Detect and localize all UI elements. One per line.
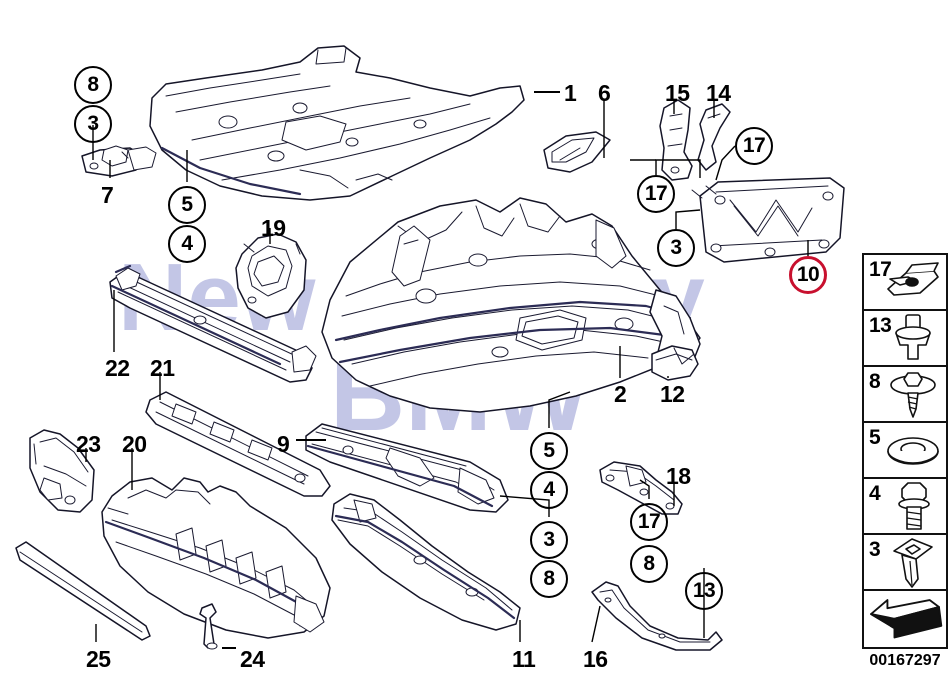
- legend-cell-arrow: [864, 591, 946, 647]
- legend-cell-13: 13: [864, 311, 946, 367]
- callout-3-center: 3: [657, 229, 695, 267]
- label-12: 12: [660, 381, 685, 407]
- callout-4-left: 4: [168, 225, 206, 263]
- part-24-screw: [199, 603, 218, 650]
- callout-17-center: 17: [637, 175, 675, 213]
- callout-label: 8: [543, 567, 555, 590]
- label-21: 21: [150, 355, 175, 381]
- callout-8-bottom: 8: [530, 560, 568, 598]
- spring-clip-icon: [882, 255, 944, 309]
- legend-cell-3: 3: [864, 535, 946, 591]
- label-6: 6: [598, 80, 611, 106]
- label-23: 23: [76, 431, 101, 457]
- callout-17-bottom: 17: [630, 503, 668, 541]
- callout-label: 5: [543, 439, 555, 462]
- legend-number: 3: [869, 538, 881, 561]
- part-6-bracket: [543, 131, 611, 173]
- legend-cell-17: 17: [864, 255, 946, 311]
- callout-3-topleft: 3: [74, 105, 112, 143]
- callout-label: 17: [742, 134, 766, 157]
- part-12-cap: [651, 345, 699, 381]
- callout-label: 3: [670, 236, 682, 259]
- part-10-shield-panel: [691, 177, 845, 263]
- label-1: 1: [564, 80, 577, 106]
- part-23-side-panel: [29, 429, 95, 513]
- hex-bolt-icon: [882, 479, 944, 533]
- part-11-air-duct: [331, 493, 521, 631]
- part-22-21-rail: [109, 264, 331, 497]
- callout-label: 17: [637, 510, 661, 533]
- callout-8-topleft: 8: [74, 66, 112, 104]
- callout-13-bottom: 13: [685, 572, 723, 610]
- label-11: 11: [512, 646, 536, 672]
- callout-label: 3: [543, 528, 555, 551]
- block-arrow-icon: [864, 591, 946, 647]
- callout-5-left: 5: [168, 186, 206, 224]
- label-25: 25: [86, 646, 111, 672]
- callout-label: 8: [643, 552, 655, 575]
- callout-8-bottomright: 8: [630, 545, 668, 583]
- label-7: 7: [101, 182, 114, 208]
- label-14: 14: [706, 80, 731, 106]
- legend-number: 8: [869, 370, 881, 393]
- part-19-bracket: [235, 233, 307, 319]
- label-15: 15: [665, 80, 690, 106]
- label-20: 20: [122, 431, 147, 457]
- part-2-main-undertray: [321, 197, 701, 413]
- part-25-trim-strip: [15, 541, 151, 641]
- label-2: 2: [614, 381, 627, 407]
- label-18: 18: [666, 463, 691, 489]
- label-19: 19: [261, 215, 286, 241]
- diagram-id-number: 00167297: [869, 652, 941, 669]
- label-22: 22: [105, 355, 130, 381]
- callout-label: 3: [87, 112, 99, 135]
- callout-label: 5: [181, 193, 193, 216]
- callout-label: 10: [796, 263, 820, 286]
- label-16: 16: [583, 646, 608, 672]
- part-7-bracket: [81, 145, 157, 177]
- expansion-clip-icon: [882, 535, 944, 589]
- callout-10-highlighted: 10: [789, 256, 827, 294]
- legend-cell-4: 4: [864, 479, 946, 535]
- part-15-bracket: [659, 99, 693, 181]
- legend-cell-8: 8: [864, 367, 946, 423]
- push-rivet-icon: [882, 311, 944, 365]
- callout-17-right: 17: [735, 127, 773, 165]
- part-9-rail: [305, 423, 509, 513]
- part-20-lower-shield: [101, 477, 331, 639]
- legend-number: 13: [869, 314, 892, 337]
- legend-number: 4: [869, 482, 881, 505]
- callout-4-bottom: 4: [530, 471, 568, 509]
- callout-label: 4: [543, 478, 555, 501]
- label-24: 24: [240, 646, 265, 672]
- legend-cell-5: 5: [864, 423, 946, 479]
- fastener-legend: 17 13 8 5 4 3: [862, 253, 948, 649]
- callout-3-bottom: 3: [530, 521, 568, 559]
- flange-screw-icon: [882, 367, 944, 421]
- callout-5-bottom: 5: [530, 432, 568, 470]
- callout-label: 13: [692, 579, 716, 602]
- label-9: 9: [277, 431, 290, 457]
- legend-number: 5: [869, 426, 881, 449]
- part-1-upper-undertray: [149, 45, 525, 201]
- callout-label: 8: [87, 73, 99, 96]
- callout-label: 4: [181, 232, 193, 255]
- part-14-bracket: [697, 103, 731, 171]
- callout-label: 17: [644, 182, 668, 205]
- washer-ring-icon: [882, 423, 944, 477]
- legend-number: 17: [869, 258, 892, 281]
- part-16-curved-trim: [591, 581, 723, 651]
